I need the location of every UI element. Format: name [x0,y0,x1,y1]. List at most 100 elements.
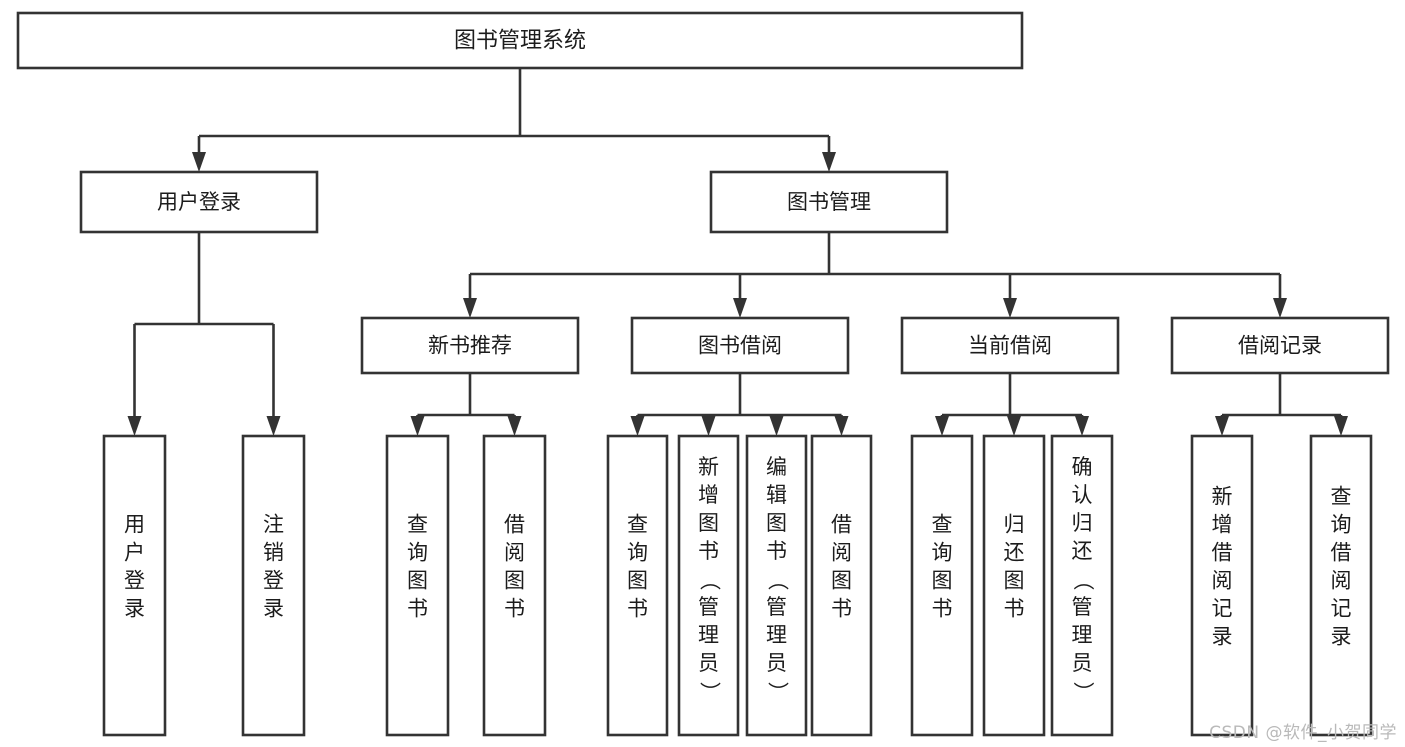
node-book-borrow[interactable]: 图书借阅 [630,316,850,375]
edge-group-user-login [127,232,281,436]
arrow-head [1215,416,1229,436]
arrow-head [834,416,849,436]
node-box [810,434,873,737]
arrow-head [266,416,281,436]
node-label-char: 书 [766,539,787,563]
arrow-head [935,416,949,436]
node-label-char: 录 [124,597,145,621]
edge-group-root [192,68,836,172]
node-label-char: 归 [1004,513,1025,537]
node-label-char: 图 [504,569,525,593]
node-label-char: 书 [831,597,852,621]
node-box [482,434,547,737]
arrow-head [822,152,836,172]
node-label-char: 新 [1212,485,1233,509]
arrow-head [463,298,477,318]
node-label-char: 图 [407,569,428,593]
node-current-borrow[interactable]: 当前借阅 [900,316,1120,375]
edge-group-current-borrow [935,373,1089,436]
arrow-head [769,416,784,436]
node-box [1050,434,1114,737]
node-box [1170,316,1390,375]
node-label-char: 书 [932,597,953,621]
node-label-char: 查 [627,513,648,537]
node-box [1190,434,1254,737]
node-label-char: 借 [1331,541,1352,565]
node-label-char: 借 [1212,541,1233,565]
node-label-char: 借 [504,513,525,537]
node-label-char: 图 [932,569,953,593]
arrow-head [1075,416,1089,436]
node-label: 新书推荐 [428,334,512,358]
node-label-char: （ [766,570,790,591]
node-label: 当前借阅 [968,334,1052,358]
edge-group-new-book-rec [410,373,522,436]
node-book-manage[interactable]: 图书管理 [709,170,949,234]
node-box [630,316,850,375]
node-label-char: ） [1071,682,1095,703]
node-label-char: 增 [698,483,719,507]
node-box [1309,434,1373,737]
node-label-char: 登 [263,569,284,593]
node-label-char: 书 [407,597,428,621]
node-leaf-user-login[interactable]: 用户登录 [102,434,167,737]
node-box [745,434,808,737]
node-label-char: 编 [766,455,787,479]
node-label-char: ） [698,682,722,703]
node-label-char: 阅 [1331,569,1352,593]
node-borrow-record[interactable]: 借阅记录 [1170,316,1390,375]
node-label-char: 注 [263,513,284,537]
node-label-char: 书 [1004,597,1025,621]
arrow-head [127,416,142,436]
edge-group-book-borrow [630,373,849,436]
node-label-char: 还 [1072,539,1093,563]
node-label-char: 书 [698,539,719,563]
node-box [102,434,167,737]
edge-group-book-manage [463,232,1287,318]
node-label-char: 户 [124,541,145,565]
arrow-head [1003,298,1017,318]
node-label-char: 员 [1072,651,1093,675]
node-box [385,434,450,737]
node-label-char: 新 [698,455,719,479]
node-box [360,316,580,375]
node-label-char: 询 [932,541,953,565]
node-label-char: （ [1071,570,1095,591]
arrow-head [192,152,206,172]
node-label-char: 图 [627,569,648,593]
node-user-login[interactable]: 用户登录 [79,170,319,234]
node-label-char: 管 [698,595,719,619]
node-label: 用户登录 [157,190,241,214]
arrow-head [701,416,716,436]
node-box [709,170,949,234]
node-label-char: 阅 [504,541,525,565]
node-label-char: 查 [407,513,428,537]
node-label-char: 管 [766,595,787,619]
node-label-char: 询 [407,541,428,565]
node-label-char: 图 [1004,569,1025,593]
node-root[interactable]: 图书管理系统 [16,11,1024,70]
node-label-char: 记 [1212,597,1233,621]
node-box [982,434,1046,737]
nodes-layer: 图书管理系统用户登录图书管理新书推荐图书借阅当前借阅借阅记录用户登录注销登录查询… [16,11,1390,737]
node-box [677,434,740,737]
node-label-char: 归 [1072,511,1093,535]
connectors-layer [127,68,1348,436]
node-label-char: 员 [766,651,787,675]
node-label-char: 图 [766,511,787,535]
node-new-book-rec[interactable]: 新书推荐 [360,316,580,375]
